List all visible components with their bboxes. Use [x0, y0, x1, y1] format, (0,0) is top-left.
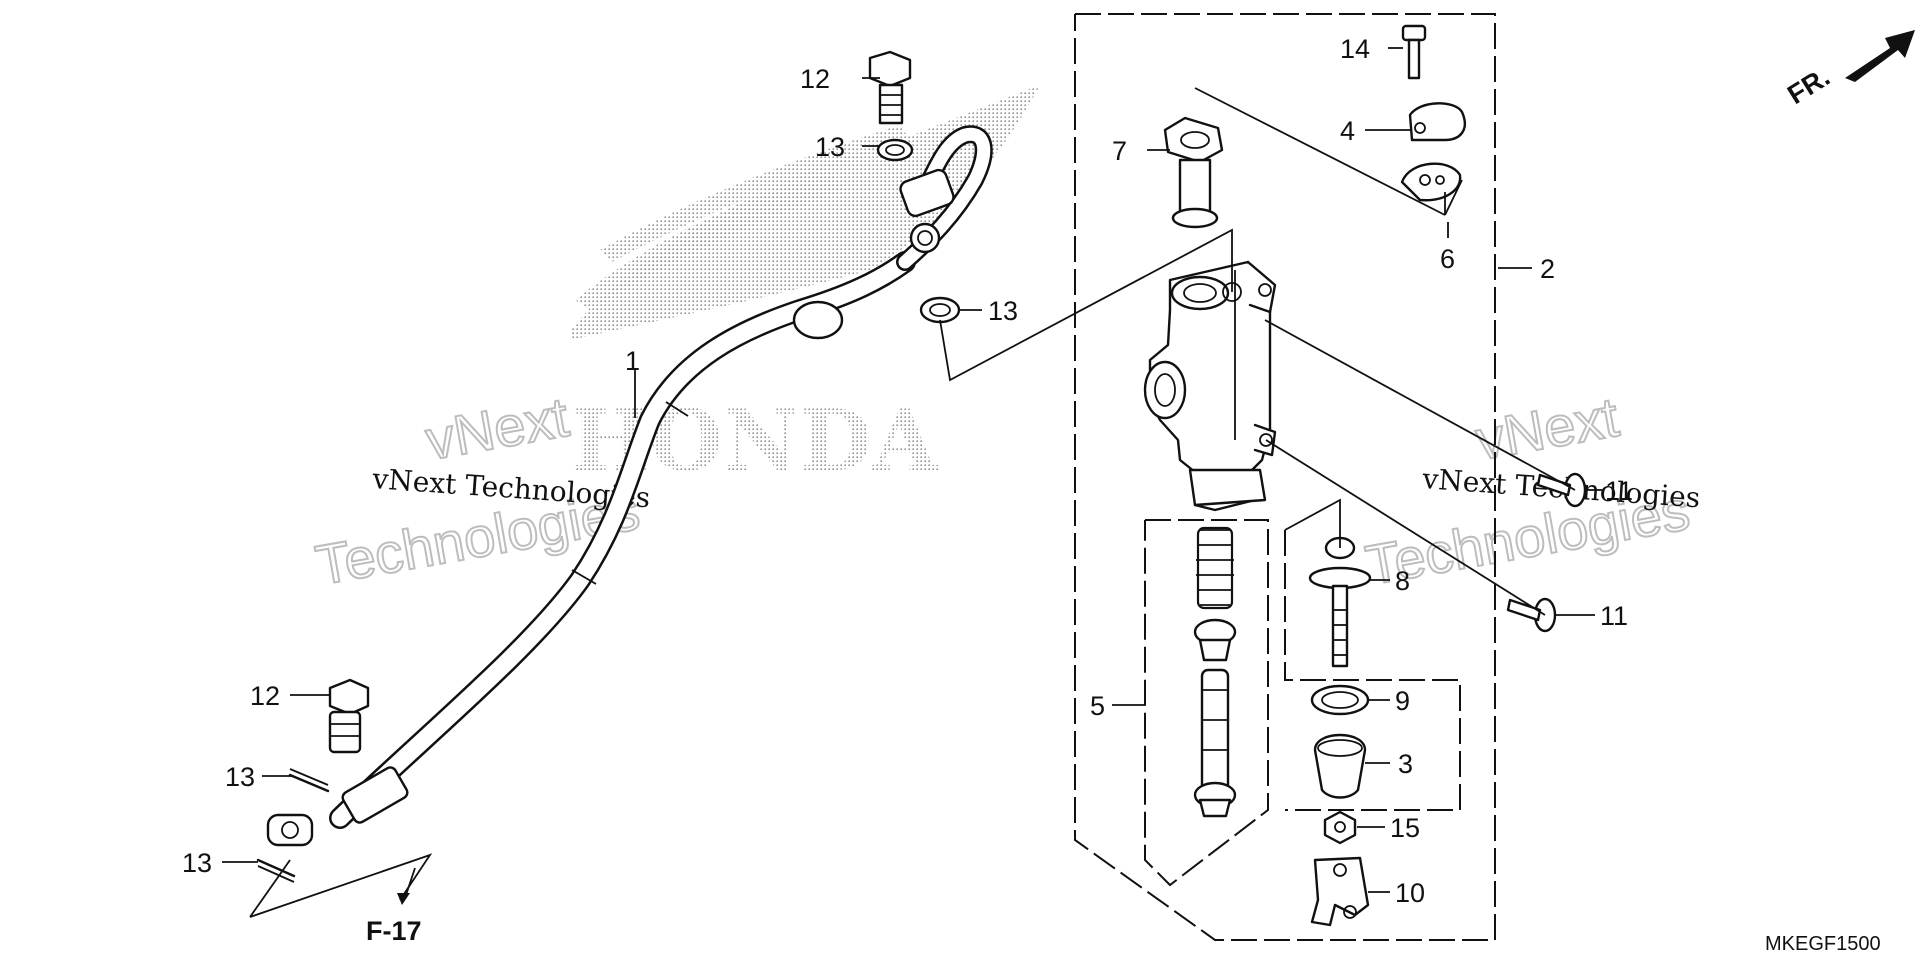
callout-12-upper: 12 — [800, 64, 830, 94]
diaphragm-plate — [1400, 162, 1462, 202]
callout-15: 15 — [1390, 813, 1420, 843]
callout-leaders — [222, 47, 1602, 893]
push-rod-joint — [1310, 856, 1370, 927]
cap-screw — [1401, 24, 1427, 80]
reservoir-joint — [1163, 116, 1224, 229]
callout-2: 2 — [1540, 254, 1555, 284]
front-direction-label: FR. — [1782, 62, 1835, 110]
callout-14: 14 — [1340, 34, 1370, 64]
honda-logo: HONDA — [570, 85, 1040, 490]
callout-13-lower-a: 13 — [225, 762, 255, 792]
hose-upper-eye — [909, 222, 941, 254]
group-outline-2 — [1074, 13, 1496, 941]
callout-3: 3 — [1398, 749, 1413, 779]
sealing-washer-upper-b — [919, 296, 961, 324]
group-outline-5 — [1144, 519, 1269, 887]
callout-7: 7 — [1112, 136, 1127, 166]
reference-label: F-17 — [366, 916, 422, 946]
callout-9: 9 — [1395, 686, 1410, 716]
sealing-washer-lower-a — [288, 773, 330, 793]
callout-6: 6 — [1440, 244, 1455, 274]
push-rod — [1308, 536, 1372, 668]
callout-11-upper: 11 — [1605, 476, 1633, 506]
master-cylinder-body — [1143, 260, 1277, 512]
group-outline-3 — [1284, 530, 1461, 811]
watermark-outline-line1: vNext — [421, 385, 573, 472]
hose-upper-fitting — [899, 168, 955, 218]
hose-clamp-sleeve — [792, 300, 844, 340]
circlip — [1310, 684, 1370, 716]
reservoir-cap — [1408, 102, 1467, 142]
callout-4: 4 — [1340, 116, 1355, 146]
mounting-bolt-lower — [1506, 597, 1557, 633]
piston-kit — [1193, 526, 1237, 818]
hose-lower-eye — [266, 813, 314, 847]
banjo-bolt-upper — [868, 50, 912, 125]
callout-12-lower: 12 — [250, 681, 280, 711]
callout-11-lower: 11 — [1600, 601, 1628, 631]
sealing-washer-lower-b — [256, 858, 296, 878]
callout-13-lower-b: 13 — [182, 848, 212, 878]
callout-13-upper-a: 13 — [815, 132, 845, 162]
watermark-outline-line1-right: vNext — [1471, 385, 1623, 472]
callout-10: 10 — [1395, 878, 1425, 908]
callout-8: 8 — [1395, 566, 1410, 596]
callout-13-upper-b: 13 — [988, 296, 1018, 326]
front-direction-arrow — [1845, 30, 1915, 82]
joint-nut — [1323, 810, 1357, 845]
boot — [1313, 733, 1367, 799]
sealing-washer-upper-a — [876, 138, 914, 162]
brake-hose — [266, 125, 993, 847]
callout-5: 5 — [1090, 691, 1105, 721]
banjo-bolt-lower — [328, 678, 370, 754]
reference-arrow — [397, 867, 416, 905]
watermark: vNext Technologies vNext Technologies vN… — [310, 384, 1701, 598]
diagram-code: MKEGF1500 — [1765, 933, 1881, 955]
callout-1: 1 — [625, 346, 640, 376]
